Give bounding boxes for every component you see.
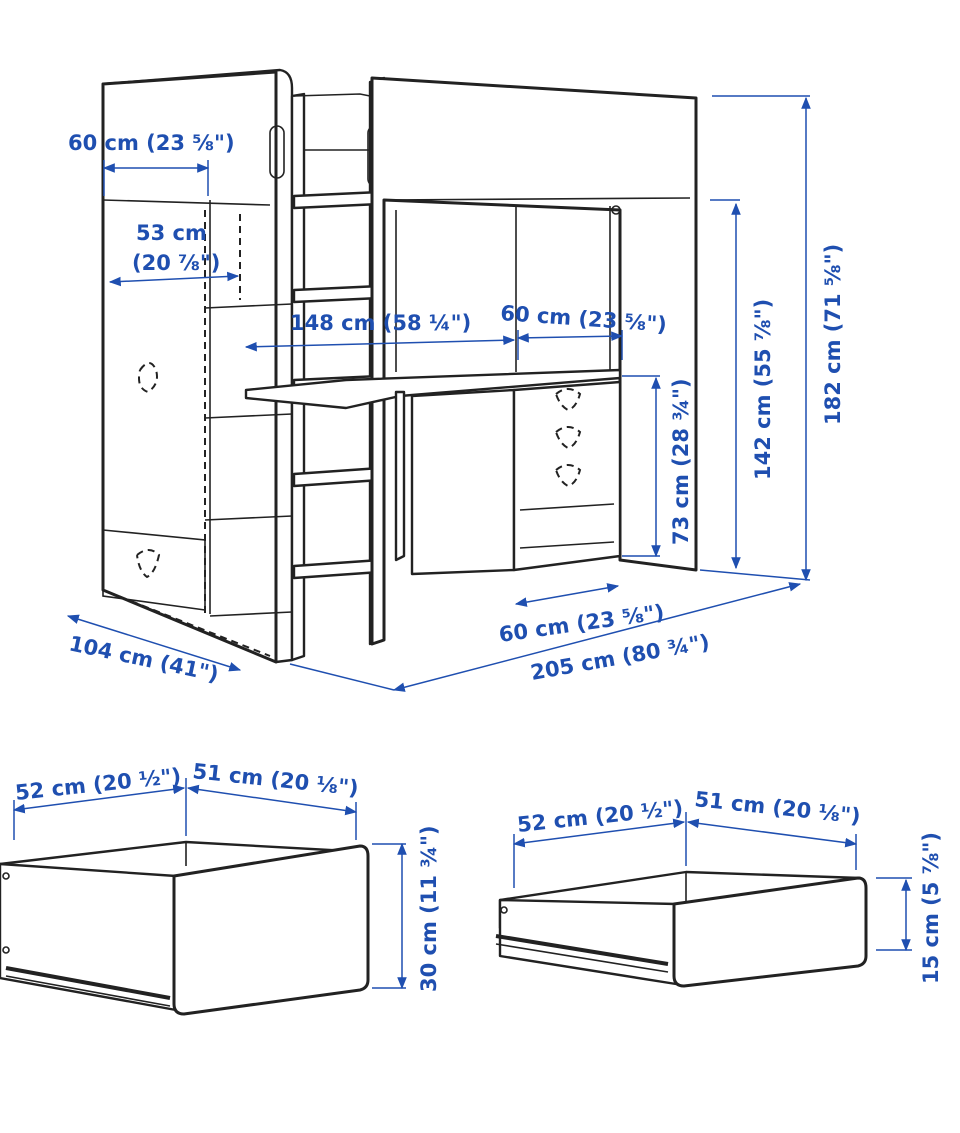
- dim-bed-top-width: 60 cm (23 ⅝"): [68, 131, 235, 155]
- bed-rail: [383, 197, 691, 201]
- dim-desk-height: 73 cm (28 ¾"): [669, 378, 693, 545]
- panel-slot-left: [269, 125, 285, 179]
- ladder: [290, 76, 386, 662]
- bed-dimension-lines: [66, 95, 811, 692]
- small-drawer-illustration: [495, 870, 868, 988]
- large-drawer-dimension-lines: [12, 778, 407, 990]
- dim-desk-depth: 148 cm (58 ¼"): [290, 311, 471, 335]
- large-drawer-illustration: [0, 840, 370, 1016]
- dim-underside-height: 142 cm (55 ⅞"): [751, 299, 775, 480]
- desk-drawer-handle-2: [555, 426, 582, 450]
- dim-large-drawer-depth: 51 cm (20 ⅛"): [191, 759, 359, 800]
- dim-total-height: 182 cm (71 ⅝"): [821, 244, 845, 425]
- dim-cabinet-width: 60 cm (23 ⅝"): [497, 600, 665, 647]
- dim-large-drawer-height: 30 cm (11 ¾"): [417, 825, 441, 992]
- desk-drawer-handle-3: [555, 464, 582, 488]
- small-drawer-dimension-lines: [512, 812, 912, 952]
- dim-small-drawer-depth: 51 cm (20 ⅛"): [693, 787, 861, 828]
- left-end-panel: [101, 68, 294, 664]
- left-panel-front: [101, 70, 278, 664]
- dim-wardrobe-width-in: (20 ⅞"): [132, 251, 220, 275]
- dim-wardrobe-width: 53 cm: [136, 221, 207, 245]
- dim-small-drawer-width: 52 cm (20 ½"): [516, 796, 684, 837]
- wardrobe-bottom-drawer: [102, 529, 206, 611]
- screw-icon: [611, 205, 621, 215]
- wardrobe-top-shelf: [102, 199, 271, 206]
- desk-drawer-handle-1: [555, 388, 582, 412]
- desk: [244, 368, 622, 576]
- loft-bed-illustration: [101, 68, 698, 664]
- drawer-handle-icon: [136, 549, 161, 579]
- side-shelves: [204, 200, 293, 617]
- dim-small-drawer-height: 15 cm (5 ⅞"): [919, 832, 943, 984]
